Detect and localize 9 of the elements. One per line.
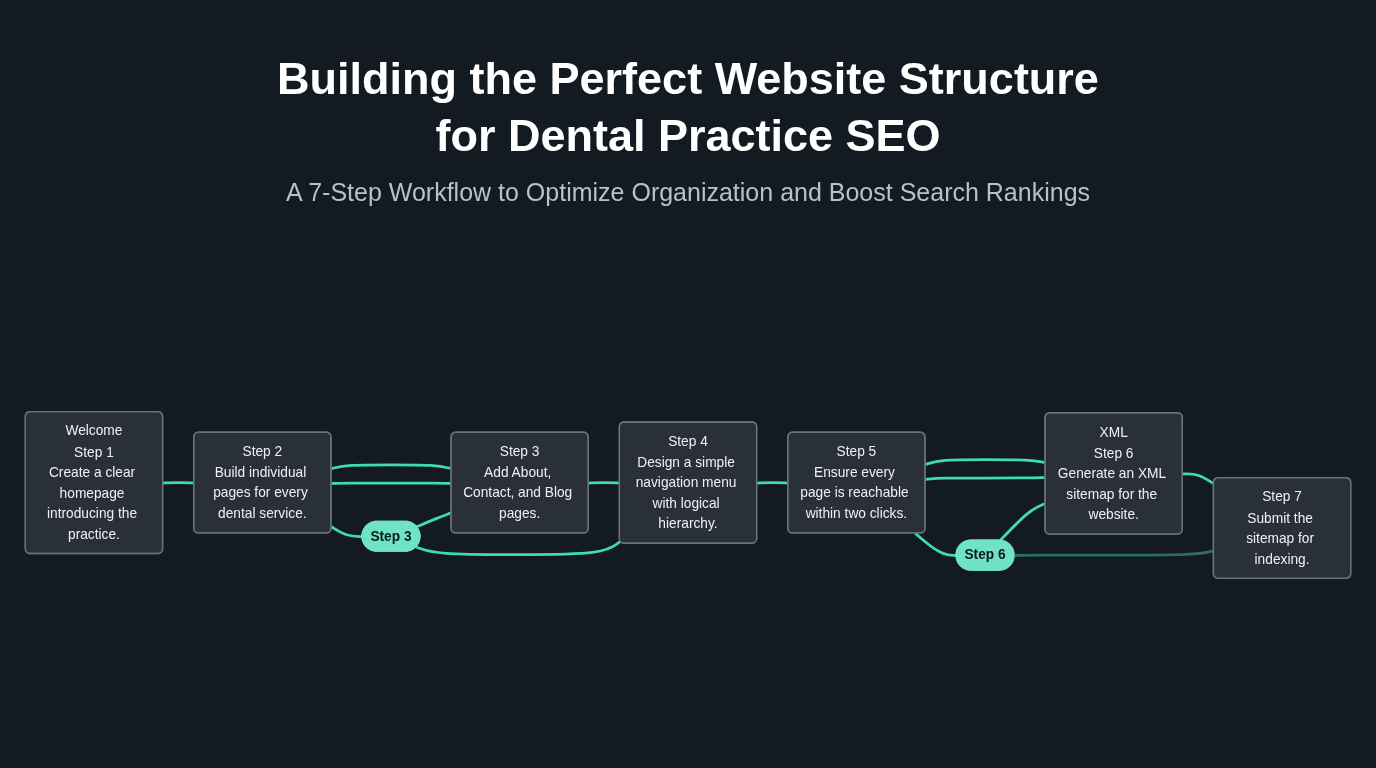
connector [925, 458, 1046, 466]
subtitle: A 7-Step Workflow to Optimize Organization and Boost Search Rankings [285, 177, 1091, 208]
connector [999, 502, 1046, 542]
connector [925, 476, 1046, 481]
connector [588, 481, 620, 485]
connector [415, 540, 622, 556]
connector [914, 532, 957, 557]
title: Building the Perfect Website Structure for Dental Practice SEO [276, 52, 1100, 163]
connector [330, 525, 363, 539]
